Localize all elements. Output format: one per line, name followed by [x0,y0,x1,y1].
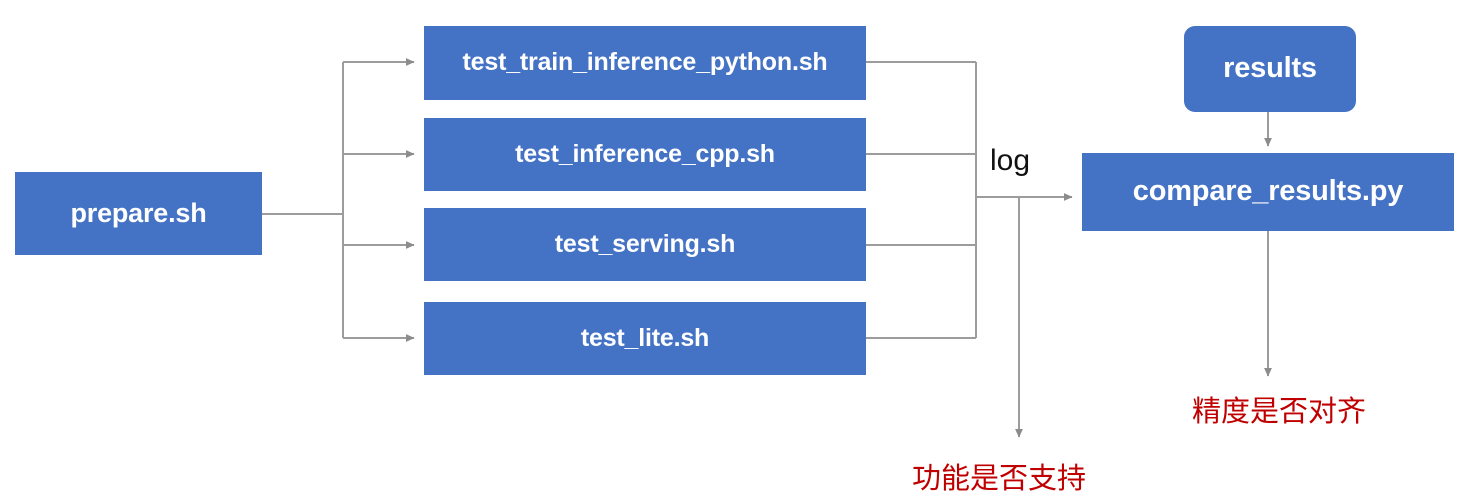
node-results[interactable]: results [1184,26,1356,112]
node-test-train-inference-python-sh-label: test_train_inference_python.sh [462,48,828,77]
edge-label-log: log [990,144,1031,177]
node-prepare-sh[interactable]: prepare.sh [15,172,262,255]
node-compare-results-py-label: compare_results.py [1132,175,1404,208]
node-compare-results-py[interactable]: compare_results.py [1082,153,1454,231]
note-function-support: 功能是否支持 [912,461,1087,495]
node-test-inference-cpp-sh[interactable]: test_inference_cpp.sh [424,118,866,191]
node-test-serving-sh[interactable]: test_serving.sh [424,208,866,281]
node-test-train-inference-python-sh[interactable]: test_train_inference_python.sh [424,26,866,100]
node-test-lite-sh-label: test_lite.sh [580,323,710,352]
node-results-label: results [1223,52,1317,85]
node-test-serving-sh-label: test_serving.sh [554,229,736,258]
note-precision-aligned: 精度是否对齐 [1192,394,1367,428]
node-prepare-sh-label: prepare.sh [70,197,207,228]
node-test-lite-sh[interactable]: test_lite.sh [424,302,866,375]
node-test-inference-cpp-sh-label: test_inference_cpp.sh [515,139,775,168]
